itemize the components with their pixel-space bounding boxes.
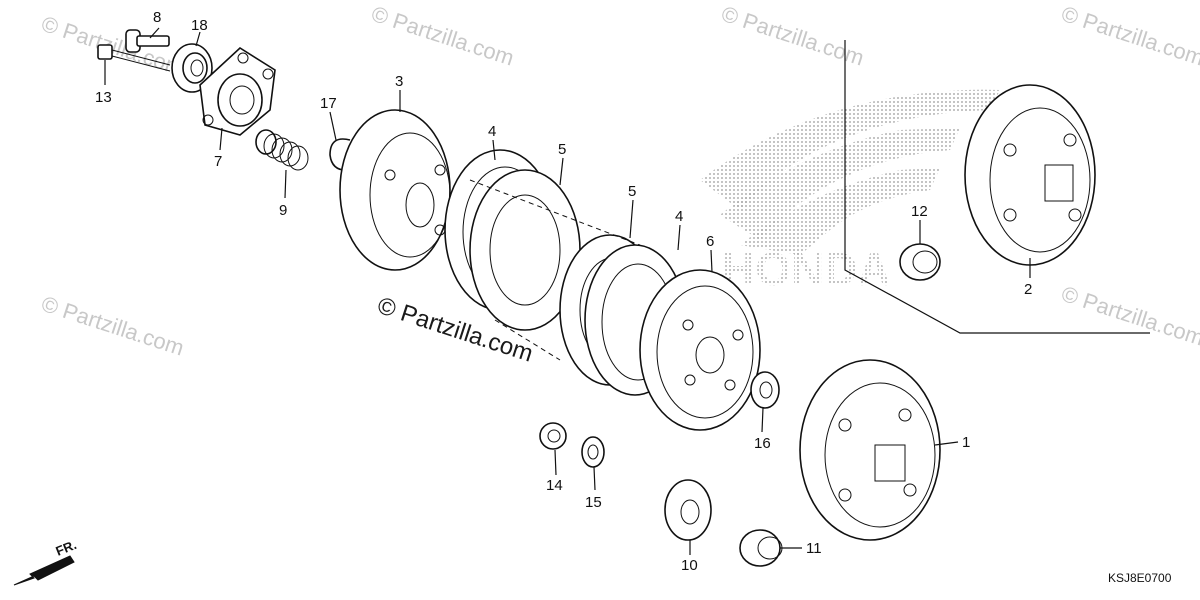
honda-brand-text: HONDA bbox=[722, 243, 891, 295]
part-2-clutch-outer bbox=[964, 84, 1096, 266]
part-15-washer bbox=[581, 436, 605, 468]
part-3-gear-plate bbox=[339, 109, 451, 271]
callout-4-lower: 4 bbox=[675, 208, 683, 225]
diagram-code: KSJ8E0700 bbox=[1108, 571, 1172, 585]
callout-14: 14 bbox=[546, 477, 563, 494]
watermark-text: © Partzilla.com bbox=[368, 1, 517, 71]
callout-18: 18 bbox=[191, 17, 208, 34]
part-8-bolt bbox=[125, 29, 170, 53]
callout-7: 7 bbox=[214, 153, 222, 170]
callout-15: 15 bbox=[585, 494, 602, 511]
honda-wing-logo: HONDA bbox=[700, 89, 1000, 295]
alignment-line bbox=[469, 179, 641, 246]
callout-2: 2 bbox=[1024, 281, 1032, 298]
part-11-collar bbox=[739, 529, 783, 567]
front-label: FR. bbox=[54, 537, 79, 559]
callout-17: 17 bbox=[320, 95, 337, 112]
part-14-nut bbox=[539, 422, 567, 450]
callout-11: 11 bbox=[806, 540, 822, 557]
leader-lines bbox=[104, 27, 1031, 555]
callout-12: 12 bbox=[911, 203, 928, 220]
watermark-text: © Partzilla.com bbox=[38, 291, 187, 361]
callout-4-upper: 4 bbox=[488, 123, 496, 140]
callout-5-upper: 5 bbox=[558, 141, 566, 158]
callout-5-lower: 5 bbox=[628, 183, 636, 200]
callout-10: 10 bbox=[681, 557, 698, 574]
watermark-text: © Partzilla.com bbox=[1058, 281, 1200, 351]
callout-labels: 8 18 13 7 9 17 3 4 5 5 4 6 16 1 2 12 14 … bbox=[95, 9, 1032, 574]
part-1-clutch-outer bbox=[799, 359, 941, 541]
part-7-lifter-plate bbox=[199, 46, 276, 136]
part-16-spline-washer bbox=[750, 371, 780, 409]
callout-13: 13 bbox=[95, 89, 112, 106]
subassembly-outline bbox=[844, 40, 1150, 334]
alignment-line bbox=[494, 319, 561, 361]
part-13-bolt bbox=[97, 44, 171, 72]
callout-9: 9 bbox=[279, 202, 287, 219]
part-9-spring bbox=[255, 129, 309, 171]
callout-8: 8 bbox=[153, 9, 161, 26]
watermark-text: © Partzilla.com bbox=[1058, 1, 1200, 71]
callout-6: 6 bbox=[706, 233, 714, 250]
callout-16: 16 bbox=[754, 435, 771, 452]
part-6-pressure-plate bbox=[639, 269, 761, 431]
part-18-bearing bbox=[171, 43, 213, 93]
part-12-bushing bbox=[899, 243, 941, 281]
callout-3: 3 bbox=[395, 73, 403, 90]
front-direction-indicator: FR. bbox=[13, 537, 79, 586]
part-10-primary-gear bbox=[664, 479, 712, 541]
callout-1: 1 bbox=[962, 434, 970, 451]
